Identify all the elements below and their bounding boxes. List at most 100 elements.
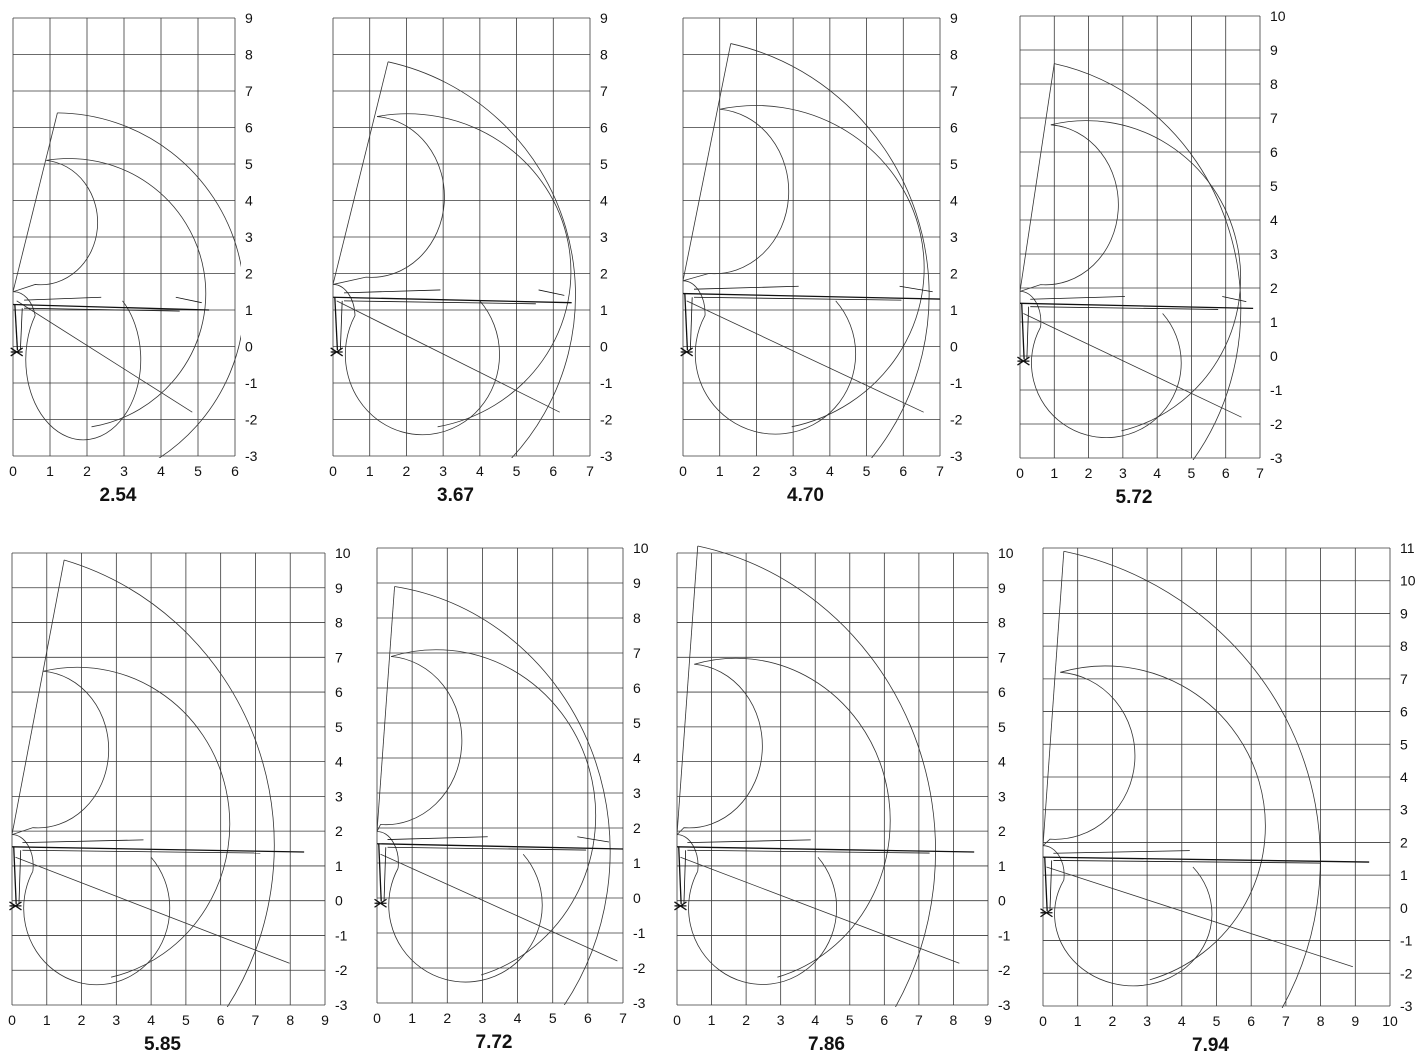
base-loop-arc	[1020, 290, 1042, 328]
y-tick-label: -3	[1400, 998, 1413, 1014]
y-tick-label: 10	[335, 545, 351, 561]
x-tick-label: 7	[915, 1012, 923, 1028]
y-tick-label: 0	[245, 339, 253, 355]
y-tick-label: -1	[245, 375, 258, 391]
boom-main	[332, 296, 572, 304]
x-tick-label: 6	[880, 1012, 888, 1028]
y-tick-label: 9	[600, 10, 608, 26]
x-tick-label: 7	[252, 1012, 260, 1028]
y-tick-label: 11	[1400, 540, 1415, 556]
y-tick-label: 3	[245, 229, 253, 245]
y-tick-label: 3	[998, 788, 1006, 804]
crane-column	[684, 293, 689, 351]
y-tick-label: 4	[245, 193, 253, 209]
x-tick-label: 6	[231, 463, 239, 479]
x-tick-label: 9	[1351, 1013, 1359, 1029]
y-tick-label: 7	[1400, 671, 1408, 687]
envelope-edge	[1020, 63, 1055, 292]
boom-lower	[24, 307, 180, 312]
envelope-edge	[333, 61, 389, 285]
crane-column-ram	[1026, 306, 1029, 360]
y-tick-label: 9	[633, 575, 641, 591]
working-envelope	[377, 586, 618, 1005]
inner-envelope-arc	[1060, 665, 1266, 981]
y-tick-label: 3	[600, 229, 608, 245]
y-tick-label: 3	[633, 785, 641, 801]
x-tick-label: 2	[443, 1010, 451, 1026]
inner-envelope-arc	[719, 105, 925, 428]
y-tick-label: 4	[1400, 769, 1408, 785]
grid	[1042, 547, 1391, 1007]
y-tick-label: -2	[600, 412, 613, 428]
crane-base-icon	[1017, 356, 1030, 366]
lower-loop-arc	[25, 300, 142, 441]
reach-caption: 5.85	[144, 1034, 181, 1055]
y-tick-label: 1	[998, 858, 1006, 874]
x-tick-label: 5	[513, 463, 521, 479]
y-tick-label: 5	[998, 719, 1006, 735]
y-tick-label: 2	[950, 266, 958, 282]
y-tick-label: 6	[998, 684, 1006, 700]
y-tick-label: -1	[950, 375, 963, 391]
crane-column-ram	[689, 297, 693, 351]
grid	[376, 547, 624, 1004]
y-tick-label: 3	[1270, 246, 1278, 262]
x-tick-label: 0	[9, 463, 17, 479]
x-tick-label: 4	[157, 463, 165, 479]
x-tick-label: 4	[476, 463, 484, 479]
working-envelope	[12, 559, 290, 1007]
boom-main	[1042, 856, 1370, 863]
crane-column-ram	[683, 850, 687, 905]
boom-upper	[1053, 850, 1190, 854]
y-tick-label: -3	[950, 448, 963, 464]
y-tick-label: 2	[245, 266, 253, 282]
y-tick-label: -3	[998, 997, 1011, 1013]
envelope-edge	[377, 586, 395, 832]
envelope-diagonal	[336, 300, 560, 413]
lower-loop-arc	[23, 856, 171, 986]
base-loop-arc	[13, 291, 36, 316]
inner-envelope-arc	[390, 649, 597, 976]
working-envelope	[683, 43, 930, 458]
y-tick-label: 9	[1400, 605, 1408, 621]
boom-main	[676, 846, 975, 853]
jib-tip	[538, 289, 565, 296]
y-tick-label: -2	[245, 412, 258, 428]
crane-base-icon	[374, 898, 387, 908]
crane-column	[378, 843, 382, 902]
y-tick-label: -2	[335, 962, 348, 978]
x-tick-label: 1	[708, 1012, 716, 1028]
outer-envelope-arc	[57, 112, 241, 458]
x-tick-label: 5	[549, 1010, 557, 1026]
crane-boom	[1017, 296, 1254, 366]
reach-caption: 2.54	[100, 485, 137, 506]
y-tick-label: 7	[1270, 110, 1278, 126]
inner-envelope-arc	[1050, 120, 1241, 432]
x-tick-label: 1	[43, 1012, 51, 1028]
y-tick-label: -3	[633, 995, 646, 1011]
x-tick-label: 2	[78, 1012, 86, 1028]
jib-loop-arc	[683, 108, 790, 282]
y-tick-label: 6	[1270, 144, 1278, 160]
working-envelope	[13, 112, 241, 458]
inner-envelope-arc	[694, 657, 891, 978]
y-tick-label: 4	[1270, 212, 1278, 228]
outer-envelope-arc	[697, 545, 936, 1007]
x-tick-label: 4	[147, 1012, 155, 1028]
y-tick-label: 6	[950, 120, 958, 136]
y-tick-label: 6	[600, 120, 608, 136]
y-tick-label: 5	[633, 715, 641, 731]
lower-loop-arc	[688, 856, 837, 985]
lower-loop-arc	[344, 300, 500, 436]
y-tick-label: 0	[1400, 900, 1408, 916]
y-tick-label: 8	[950, 47, 958, 63]
envelope-edge	[13, 112, 58, 292]
y-tick-label: 1	[600, 302, 608, 318]
x-tick-label: 8	[286, 1012, 294, 1028]
outer-envelope-arc	[730, 43, 930, 458]
y-tick-label: 1	[1270, 314, 1278, 330]
boom-lower	[687, 849, 930, 854]
jib-loop-arc	[12, 670, 110, 836]
crane-base-icon	[680, 347, 694, 357]
x-tick-label: 6	[549, 463, 557, 479]
